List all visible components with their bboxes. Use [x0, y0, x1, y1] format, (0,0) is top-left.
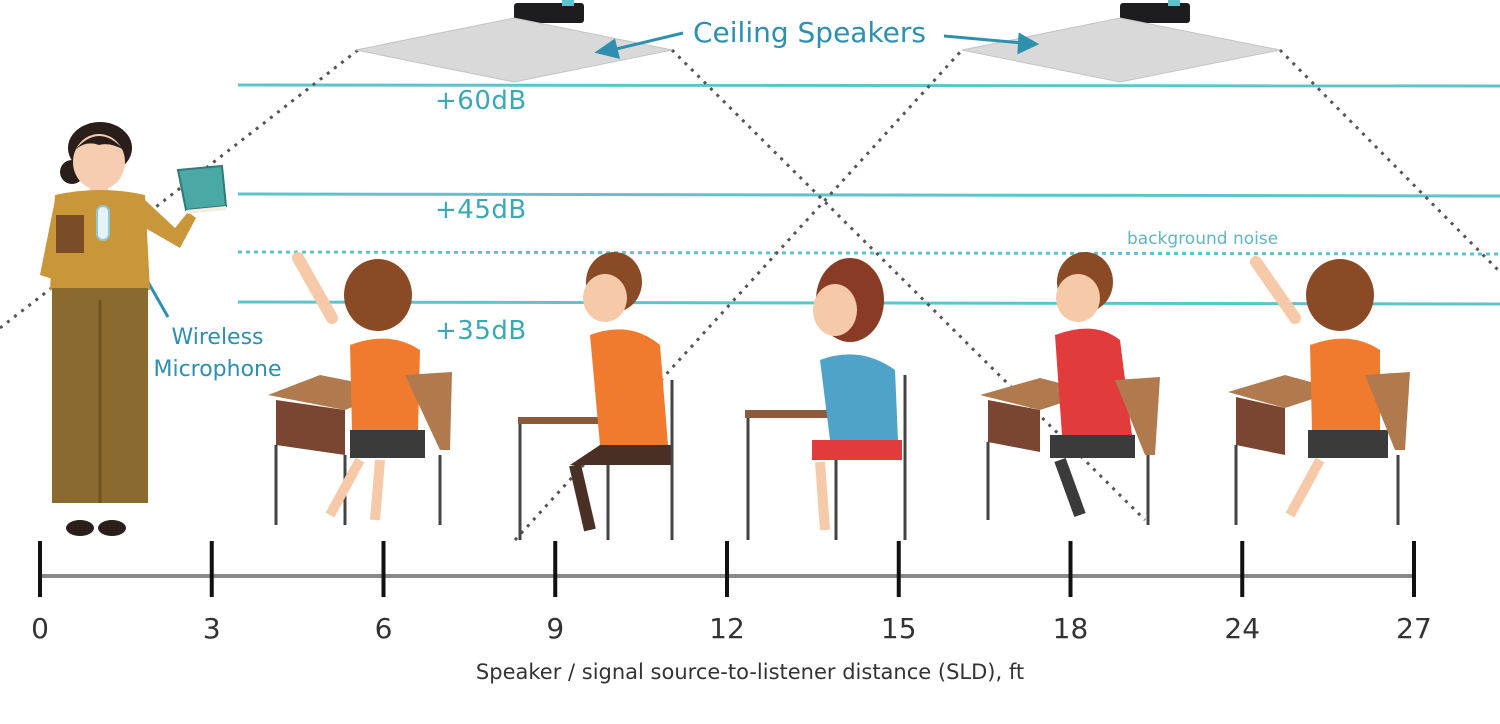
level-label-45db: +45dB [435, 195, 527, 225]
level-line-60db [237, 83, 1500, 88]
level-label-60db: +60dB [435, 86, 527, 116]
background-noise-label: background noise [1127, 229, 1279, 249]
ceiling-speakers-label: Ceiling Speakers [693, 16, 927, 49]
student-figure [268, 252, 452, 525]
background-noise-line [237, 250, 1500, 256]
ceiling-speakers-arrows [113, 31, 1040, 318]
microphone-icon [96, 205, 110, 241]
level-label-35db: +35dB [435, 316, 527, 346]
wireless-microphone-label-line2: Microphone [153, 357, 282, 382]
level-line-45db [237, 192, 1500, 198]
wireless-microphone-label: Wireless Microphone [140, 322, 295, 386]
distance-axis-caption: Speaker / signal source-to-listener dist… [475, 660, 1025, 684]
axis-tick-label: 18 [1052, 612, 1089, 645]
book-icon [56, 215, 84, 253]
wireless-microphone-label-line1: Wireless [171, 325, 264, 350]
axis-tick-label: 0 [31, 612, 49, 645]
student-figure [518, 252, 674, 540]
axis-tick-label: 3 [202, 612, 221, 645]
student-figure [980, 252, 1160, 525]
axis-tick-label: 12 [709, 612, 745, 645]
distance-axis-ticks [38, 541, 1416, 597]
axis-tick-label: 27 [1396, 612, 1432, 645]
student-figure [1228, 256, 1410, 525]
ceiling-speaker-icon [961, 0, 1281, 83]
axis-tick-label: 15 [880, 612, 917, 645]
axis-tick-label: 9 [546, 612, 565, 645]
student-figure [745, 258, 907, 540]
book-icon [176, 164, 228, 214]
axis-tick-label: 24 [1224, 612, 1261, 645]
axis-tick-label: 6 [374, 612, 393, 645]
ceiling-speaker-icon [355, 0, 673, 83]
